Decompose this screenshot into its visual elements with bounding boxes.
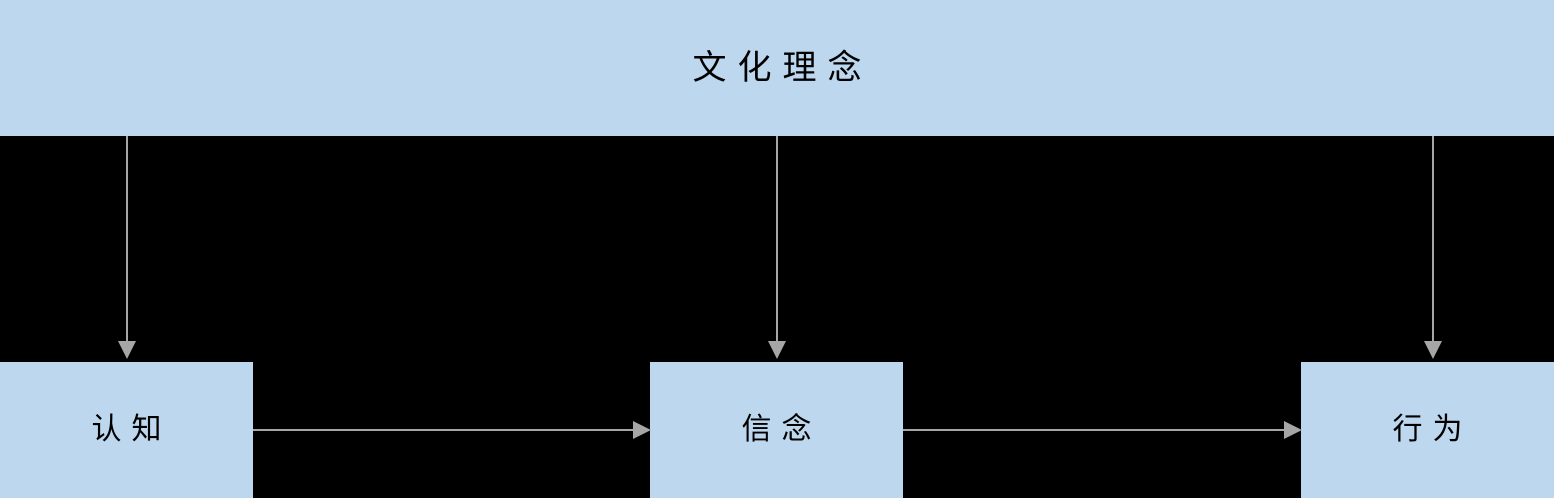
- node-behavior-label: 行为: [1392, 412, 1473, 447]
- arrow-culture-to-cognition: [118, 136, 136, 359]
- node-culture-philosophy[interactable]: 文化理念: [0, 0, 1554, 136]
- node-behavior[interactable]: 行为: [1301, 362, 1554, 498]
- arrow-belief-to-behavior: [903, 421, 1302, 439]
- node-culture-philosophy-label: 文化理念: [692, 48, 873, 88]
- arrow-culture-to-belief: [768, 136, 786, 359]
- node-belief-label: 信念: [741, 412, 822, 447]
- node-cognition[interactable]: 认知: [0, 362, 253, 498]
- node-cognition-label: 认知: [91, 412, 172, 447]
- arrow-culture-to-behavior: [1424, 136, 1442, 359]
- arrow-cognition-to-belief: [253, 421, 651, 439]
- node-belief[interactable]: 信念: [650, 362, 903, 498]
